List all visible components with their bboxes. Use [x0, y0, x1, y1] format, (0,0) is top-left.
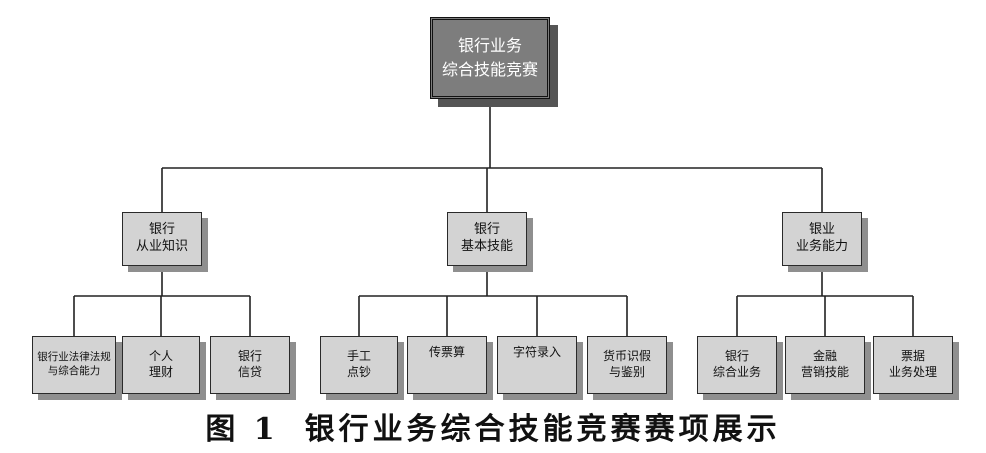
figure-number: 图 1 — [205, 412, 279, 447]
node-item-2-3-line1: 字符录入 — [512, 345, 561, 359]
node-item-3-1-line1: 银行 — [724, 349, 749, 364]
node-item-2-2: 传票算 — [407, 336, 487, 394]
node-item-1-2: 个人 理财 — [122, 336, 200, 394]
node-category-3-line1: 银业 — [808, 222, 835, 238]
node-root: 银行业务 综合技能竞赛 — [430, 17, 550, 99]
node-item-1-3-line1: 银行 — [237, 349, 262, 364]
node-item-1-2-line1: 个人 — [148, 349, 173, 364]
connector-lines — [73, 99, 914, 336]
node-root-line1: 银行业务 — [457, 36, 522, 55]
node-category-1-line1: 银行 — [148, 222, 175, 238]
node-item-1-1-line2: 与综合能力 — [47, 365, 101, 377]
node-category-3: 银业 业务能力 — [782, 212, 862, 266]
node-item-2-2-line1: 传票算 — [428, 345, 465, 359]
node-category-1-line2: 从业知识 — [135, 239, 188, 254]
node-category-1: 银行 从业知识 — [122, 212, 202, 266]
node-item-2-1: 手工 点钞 — [320, 336, 398, 394]
figure-caption: 图 1 银行业务综合技能竞赛赛项展示 — [0, 404, 986, 448]
node-item-3-3: 票据 业务处理 — [873, 336, 953, 394]
node-item-1-3-line2: 信贷 — [237, 365, 262, 379]
node-item-2-4: 货币识假 与鉴别 — [587, 336, 667, 394]
node-item-1-1: 银行业法律法规 与综合能力 — [32, 336, 116, 394]
node-item-2-4-line1: 货币识假 — [602, 349, 651, 364]
node-item-3-2: 金融 营销技能 — [785, 336, 865, 394]
node-category-2: 银行 基本技能 — [447, 212, 527, 266]
node-item-2-1-line2: 点钞 — [346, 365, 371, 379]
node-item-2-1-line1: 手工 — [346, 349, 371, 364]
node-item-2-3: 字符录入 — [497, 336, 577, 394]
node-root-line2: 综合技能竞赛 — [441, 60, 538, 79]
node-item-1-1-line1: 银行业法律法规 — [37, 351, 111, 364]
node-item-3-3-line2: 业务处理 — [888, 365, 937, 379]
node-item-3-1: 银行 综合业务 — [697, 336, 777, 394]
node-category-3-line2: 业务能力 — [795, 239, 848, 254]
node-item-3-3-line1: 票据 — [900, 349, 925, 364]
node-item-3-2-line1: 金融 — [812, 349, 837, 364]
node-category-2-line2: 基本技能 — [460, 239, 513, 254]
node-item-3-2-line2: 营销技能 — [800, 365, 849, 379]
node-item-3-1-line2: 综合业务 — [712, 365, 761, 379]
node-category-2-line1: 银行 — [473, 222, 500, 238]
node-item-2-4-line2: 与鉴别 — [608, 365, 645, 379]
figure-title: 银行业务综合技能竞赛赛项展示 — [304, 412, 781, 447]
node-item-1-3: 银行 信贷 — [210, 336, 290, 394]
node-item-1-2-line2: 理财 — [148, 365, 173, 379]
